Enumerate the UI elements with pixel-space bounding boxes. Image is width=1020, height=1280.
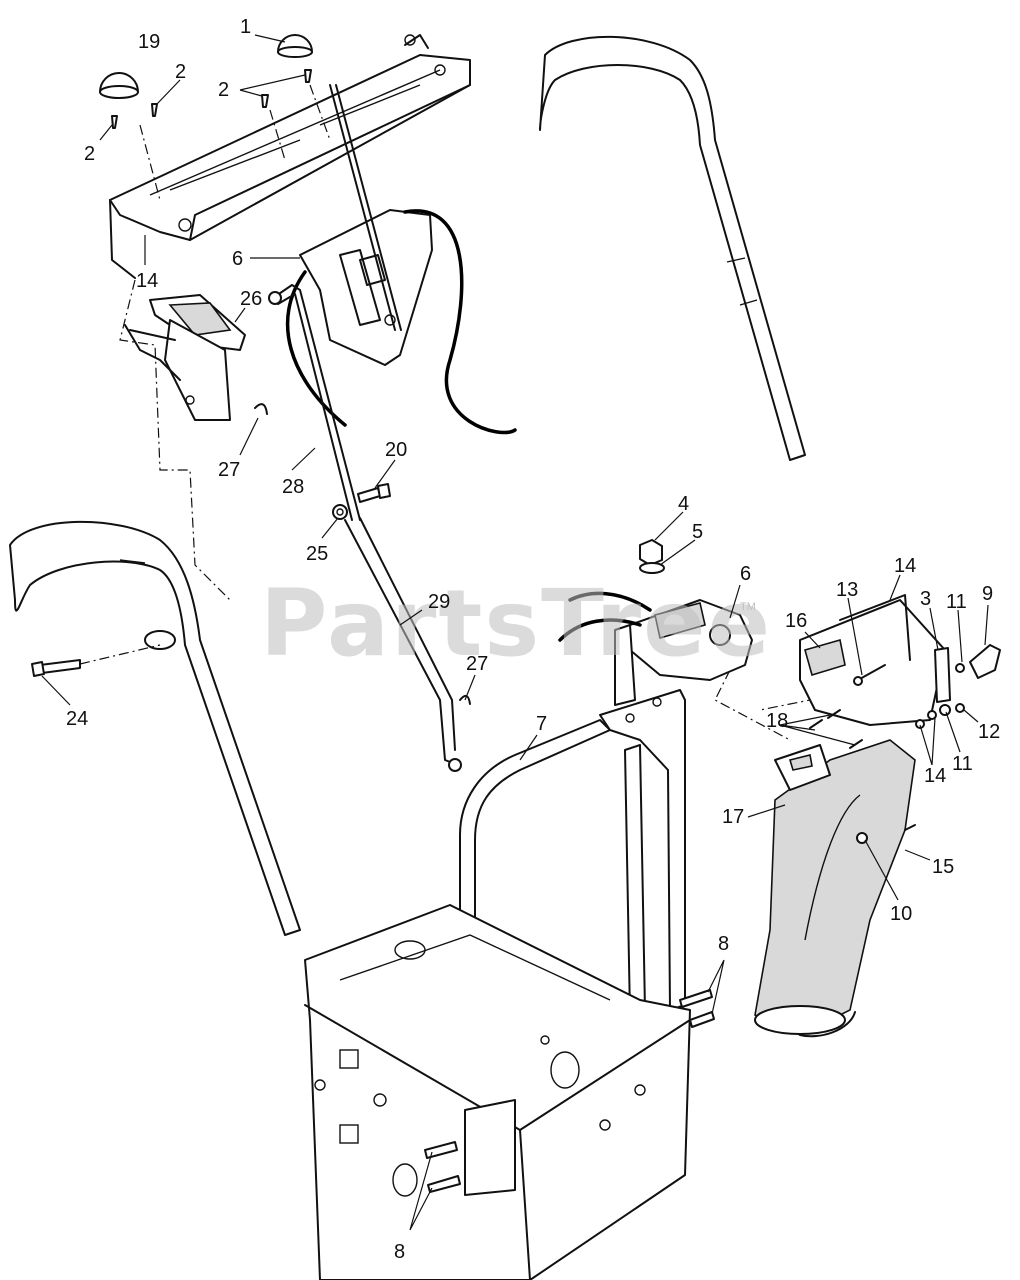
callout-14: 14 (894, 555, 916, 577)
callout-25: 25 (306, 543, 328, 565)
knob-part-9 (969, 644, 1001, 679)
assembly-dash-lines (119, 84, 891, 741)
knob-part-19 (99, 72, 139, 99)
callout-27: 27 (466, 653, 488, 675)
knob-part-1 (277, 34, 313, 58)
callout-26: 26 (240, 288, 262, 310)
chute-base-cable-upper (568, 591, 652, 612)
chute-base-part-6 (614, 599, 753, 706)
callout-14: 14 (136, 270, 158, 292)
shift-bracket-part-26 (124, 294, 246, 421)
callout-17: 17 (722, 806, 744, 828)
callout-29: 29 (428, 591, 450, 613)
callout-19: 19 (138, 31, 160, 53)
callout-27: 27 (218, 459, 240, 481)
watermark: PartsTree (260, 570, 772, 677)
bolt-part-24 (31, 644, 161, 677)
callout-2: 2 (175, 61, 186, 83)
watermark-trademark: TM (740, 601, 756, 613)
fastener-part-13 (853, 664, 886, 686)
callout-12: 12 (978, 721, 1000, 743)
callout-13: 13 (836, 579, 858, 601)
callout-8: 8 (718, 933, 729, 955)
upper-console-panel (109, 34, 471, 279)
callout-1: 1 (240, 16, 251, 38)
callout-4: 4 (678, 493, 689, 515)
callout-24: 24 (66, 708, 88, 730)
deflector-part-16 (799, 594, 946, 726)
callout-3: 3 (920, 588, 931, 610)
shift-rod-part-28 (268, 284, 361, 521)
callout-11: 11 (946, 591, 967, 613)
callout-8: 8 (394, 1241, 405, 1263)
chute-base-cable-lower (558, 618, 642, 642)
chute-cable-upper (403, 209, 517, 435)
nut-part-25 (332, 504, 348, 520)
chute-cable-lower (285, 270, 347, 427)
callout-7: 7 (536, 713, 547, 735)
plate-part-3 (934, 647, 951, 703)
shift-rod-part-29 (344, 517, 462, 772)
callout-2: 2 (84, 143, 95, 165)
discharge-chute-part-15 (754, 739, 916, 1038)
callout-9: 9 (982, 583, 993, 605)
washer-part-5 (639, 562, 665, 574)
screw-part-10 (856, 832, 868, 844)
callout-14: 14 (924, 765, 946, 787)
upper-handle-right (539, 35, 806, 461)
screws-part-18 (809, 709, 863, 749)
callout-labels: 1 19 2 2 2 14 6 26 27 28 20 25 29 27 24 … (66, 16, 1000, 1263)
callout-2: 2 (218, 79, 229, 101)
bolts-part-8 (424, 989, 715, 1193)
hinge-part-17 (774, 744, 831, 791)
upper-handle-left (9, 520, 301, 936)
screw-part-2 (111, 69, 312, 129)
callout-6: 6 (232, 248, 243, 270)
callout-10: 10 (890, 903, 912, 925)
callout-6: 6 (740, 563, 751, 585)
callout-18: 18 (766, 710, 788, 732)
callout-28: 28 (282, 476, 304, 498)
bolt-part-20 (357, 483, 391, 503)
leader-lines (41, 34, 989, 1231)
callout-20: 20 (385, 439, 407, 461)
callout-5: 5 (692, 521, 703, 543)
nut-part-4 (639, 539, 663, 566)
lower-frame-housing (304, 904, 691, 1280)
callout-16: 16 (785, 610, 807, 632)
chute-control-housing-part-6 (299, 84, 433, 366)
callout-11: 11 (952, 753, 973, 775)
callout-15: 15 (932, 856, 954, 878)
washers-part-11-12 (915, 663, 965, 729)
